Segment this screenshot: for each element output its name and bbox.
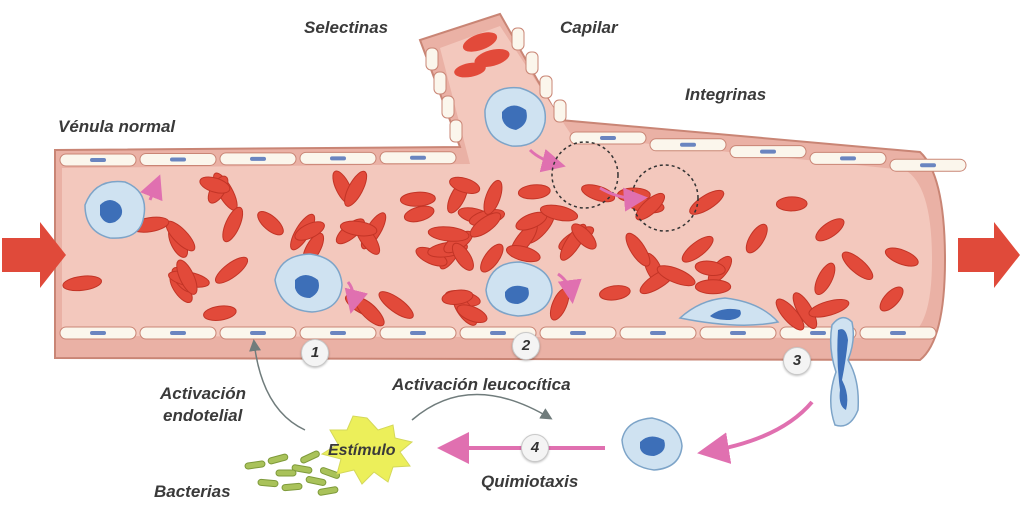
leukocyte-capillary (484, 86, 566, 173)
endothelial-lining-capillary (425, 27, 567, 143)
bacteria-cluster (244, 450, 341, 496)
leukocyte-transmigrating (829, 316, 860, 427)
endothelial-lining-top (59, 131, 967, 172)
leukocyte-tissue (621, 417, 683, 471)
integrin-binding-sites (551, 141, 699, 232)
leukocytes (84, 86, 860, 471)
arrow-leukocyte-activation (411, 393, 553, 421)
right-arrow-icon (958, 222, 1020, 288)
leukocyte-adherent-flat (678, 297, 780, 326)
label-venula-normal: Vénula normal (58, 117, 176, 136)
leukocyte-left (84, 174, 163, 239)
label-selectinas: Selectinas (304, 18, 389, 37)
label-integrinas: Integrinas (685, 85, 767, 104)
step-badge-1: 1 (301, 339, 329, 367)
arrow-endothelial-activation (249, 339, 306, 431)
endothelial-lining-bottom (59, 326, 937, 340)
leukocyte-rolling-2 (485, 261, 582, 317)
step-badge-3: 3 (783, 347, 811, 375)
right-arrow-icon (2, 222, 66, 288)
stimulus-starburst (320, 415, 414, 485)
step-badge-4: 4 (521, 434, 549, 462)
label-activacion-leucocitica: Activación leucocítica (392, 375, 571, 394)
step-badge-2: 2 (512, 332, 540, 360)
red-blood-cells (62, 170, 919, 331)
leukocyte-rolling-1 (274, 253, 369, 314)
label-estimulo: Estímulo (328, 442, 396, 459)
label-activacion-endotelial-1: Activación (160, 384, 246, 403)
arrow-to-tissue (697, 400, 814, 465)
label-capilar: Capilar (560, 18, 618, 37)
label-bacterias: Bacterias (154, 482, 231, 501)
label-activacion-endotelial-2: endotelial (163, 406, 243, 425)
label-quimiotaxis: Quimiotaxis (481, 472, 579, 491)
capillary-red-cells (454, 32, 510, 78)
